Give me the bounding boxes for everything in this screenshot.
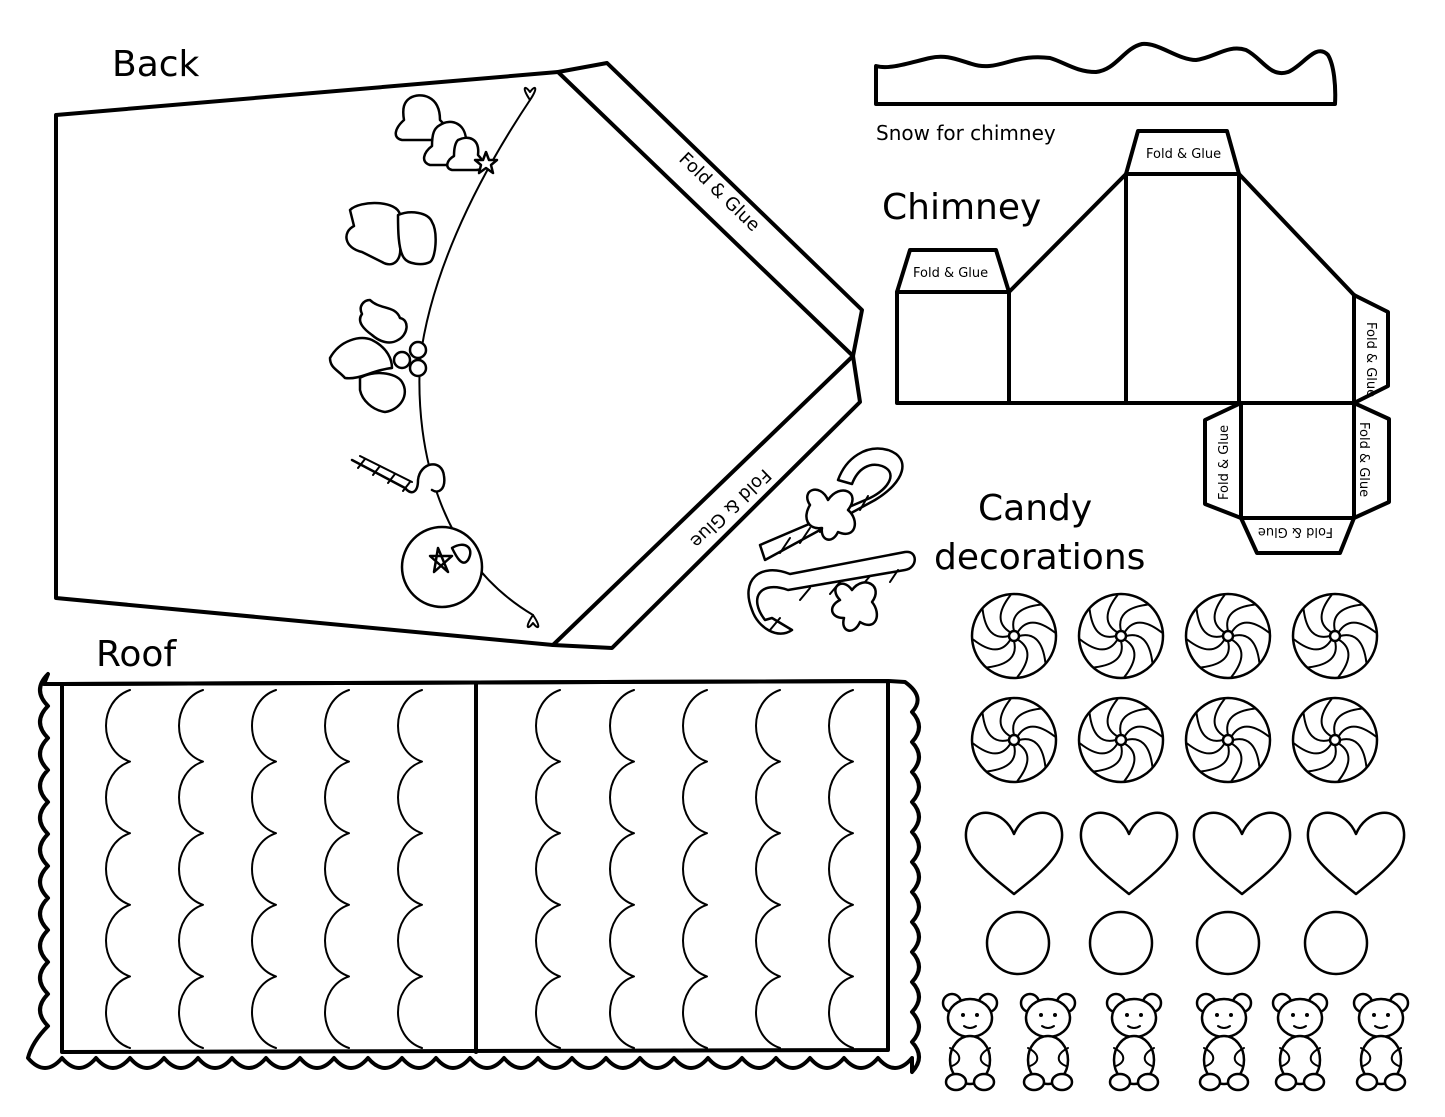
peppermint-candy-icon: [1184, 696, 1272, 784]
back-glue-tab-bottom: [551, 354, 862, 650]
stocking-icon: [345, 201, 437, 266]
roof-scallop-column: [828, 689, 854, 1049]
roof-scallop-column: [682, 689, 708, 1049]
roof-scallop-column: [105, 689, 131, 1049]
roof-panel: Roof: [26, 634, 921, 1074]
round-candy-icon: [1088, 910, 1154, 976]
roof-label: Roof: [96, 634, 177, 675]
peppermint-grid: [970, 592, 1379, 784]
heart-candy-icon: [964, 811, 1064, 896]
garland-loop-bottom-icon: [526, 614, 540, 629]
bells-icon: [394, 94, 499, 175]
chimney-tab-right: [1352, 293, 1390, 405]
chimney-base-tab-right: [1352, 401, 1391, 520]
gummy-bear-icon: [1019, 992, 1077, 1092]
roof-scallop-column: [178, 689, 204, 1049]
holly-icon: [328, 298, 428, 414]
back-fold-glue-top: Fold & Glue: [675, 148, 764, 235]
garland-decoration: [328, 86, 540, 629]
heart-candy-icon: [1306, 811, 1406, 896]
chimney-base-tab-left-text: Fold & Glue: [1217, 425, 1232, 500]
back-panel: Back Fold & Glue Fold & Glue: [54, 44, 864, 650]
heart-candy-icon: [1079, 811, 1179, 896]
chimney-base: [1239, 401, 1356, 520]
circle-row: [985, 910, 1369, 976]
peppermint-candy-icon: [1291, 592, 1379, 680]
peppermint-candy-icon: [970, 592, 1058, 680]
peppermint-candy-icon: [1077, 696, 1165, 784]
chimney-tab-left: [895, 248, 1011, 294]
chimney-base-tab-bottom: [1239, 516, 1356, 555]
roof-scallop-column: [251, 689, 277, 1049]
wreath-icon: [400, 525, 484, 609]
snow-outline: [874, 41, 1338, 106]
round-candy-icon: [1195, 910, 1261, 976]
gummy-bear-icon: [1271, 992, 1329, 1092]
gummy-bear-icon: [941, 992, 999, 1092]
snow-for-chimney: Snow for chimney: [874, 41, 1338, 145]
snow-label: Snow for chimney: [876, 121, 1056, 145]
peppermint-candy-icon: [1291, 696, 1379, 784]
chimney-base-tab-left: [1203, 401, 1243, 520]
gummy-bear-icon: [1195, 992, 1253, 1092]
heart-row: [964, 811, 1406, 896]
roof-wavy-border: [26, 672, 921, 1074]
roof-scallop-column: [755, 689, 781, 1049]
round-candy-icon: [1303, 910, 1369, 976]
roof-scallop-column: [324, 689, 350, 1049]
roof-scallop-column: [609, 689, 635, 1049]
peppermint-candy-icon: [970, 696, 1058, 784]
chimney-tab-left-text: Fold & Glue: [913, 266, 988, 281]
garland-loop-top-icon: [523, 86, 537, 101]
gummy-bear-icon: [1352, 992, 1410, 1092]
chimney-label: Chimney: [882, 187, 1041, 228]
roof-scallop-column: [535, 689, 561, 1049]
back-fold-glue-bottom: Fold & Glue: [686, 464, 775, 551]
back-panel-outline: [54, 70, 855, 647]
candy-label-line2: decorations: [934, 537, 1145, 578]
chimney-tab-top: [1124, 129, 1241, 176]
peppermint-candy-icon: [1184, 592, 1272, 680]
chimney-tab-top-text: Fold & Glue: [1146, 147, 1221, 162]
gummy-bear-row: [941, 992, 1410, 1092]
round-candy-icon: [985, 910, 1051, 976]
roof-scallops: [105, 689, 854, 1049]
chimney-base-tab-bottom-text: Fold & Glue: [1258, 524, 1333, 539]
roof-inner-rectangle: [60, 679, 890, 1054]
roof-scallop-column: [397, 689, 423, 1049]
chimney-net: Chimney Fold & Glue Fold & Glue Fold & G…: [882, 129, 1391, 555]
chimney-tab-right-text: Fold & Glue: [1363, 322, 1378, 397]
candy-canes-pair-icon: [747, 447, 916, 635]
back-label: Back: [112, 44, 200, 85]
peppermint-candy-icon: [1077, 592, 1165, 680]
gummy-bear-icon: [1105, 992, 1163, 1092]
candy-cane-garland-icon: [350, 455, 446, 494]
candy-label-line1: Candy: [978, 488, 1092, 529]
back-glue-tab-top: [556, 61, 864, 358]
chimney-base-tab-right-text: Fold & Glue: [1356, 422, 1371, 497]
chimney-fold-lines: [1007, 172, 1356, 405]
heart-candy-icon: [1192, 811, 1292, 896]
candy-decorations: Candy decorations: [934, 488, 1410, 1092]
